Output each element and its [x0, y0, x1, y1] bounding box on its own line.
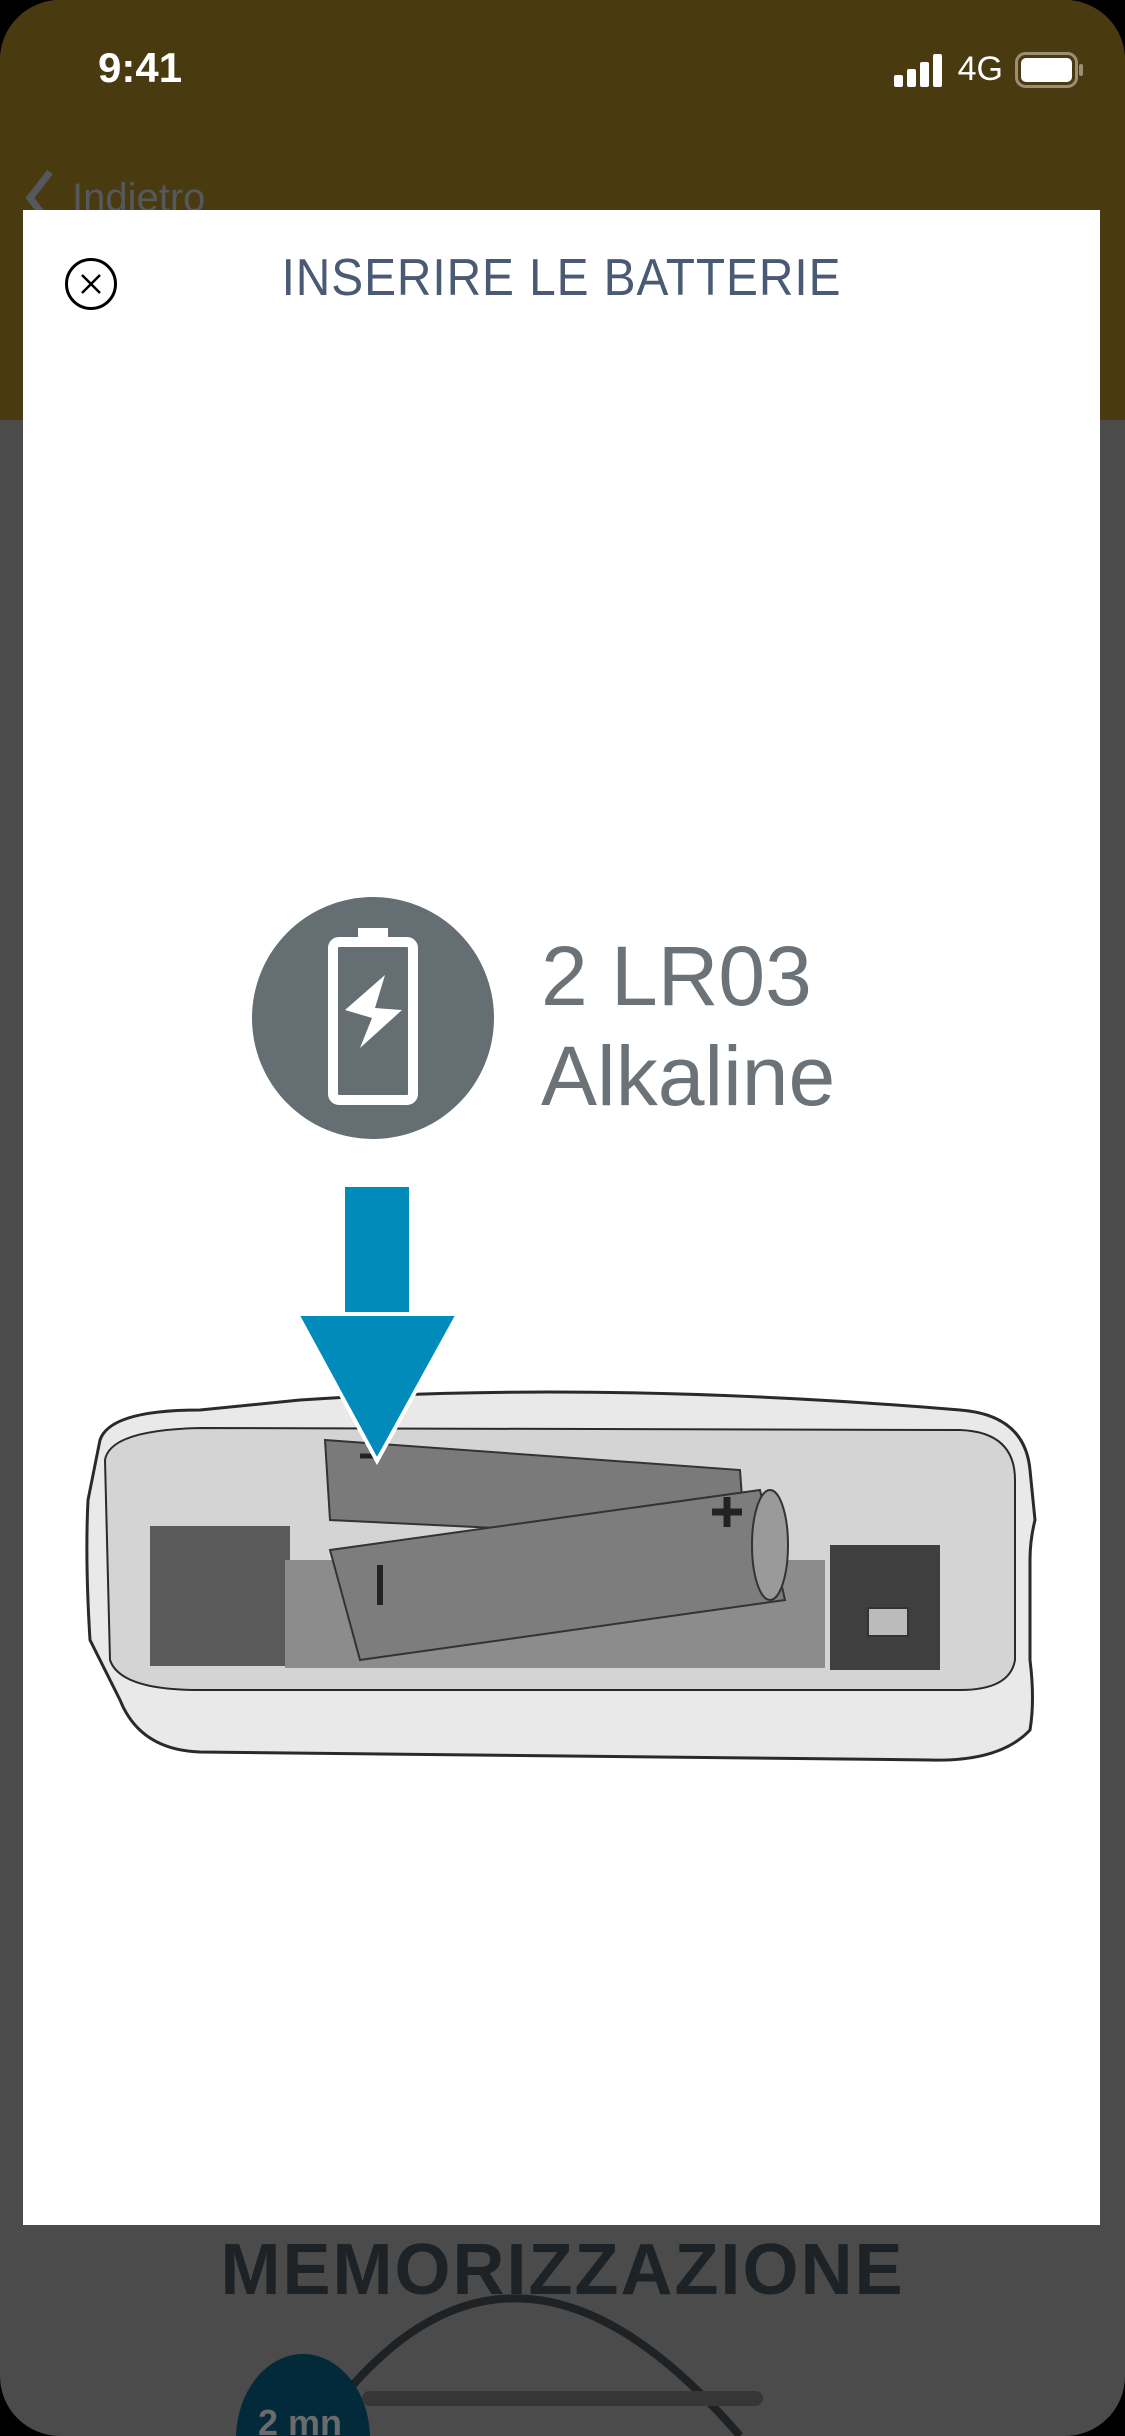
battery-chemistry-label: Alkaline — [541, 1029, 836, 1123]
battery-icon — [252, 897, 494, 1139]
network-type: 4G — [957, 50, 1003, 88]
modal-title: INSERIRE LE BATTERIE — [281, 249, 842, 307]
close-button[interactable] — [65, 258, 117, 310]
section-title: MEMORIZZAZIONE — [220, 2230, 905, 2310]
battery-illustration — [85, 897, 1037, 1762]
battery-instructions-modal: INSERIRE LE BATTERIE — [23, 210, 1100, 2225]
battery-status-icon — [1015, 51, 1083, 88]
device-illustration — [85, 1390, 1037, 1762]
battery-type-label: 2 LR03 — [541, 929, 812, 1023]
signal-icon — [893, 53, 942, 87]
batteries — [323, 1438, 789, 1662]
status-icons: 4G — [893, 50, 1085, 89]
status-time: 9:41 — [98, 44, 183, 91]
down-arrow-icon — [293, 1187, 462, 1466]
close-icon — [81, 274, 101, 294]
timer-label: 2 mn — [258, 2402, 343, 2436]
home-indicator[interactable] — [362, 2391, 763, 2406]
